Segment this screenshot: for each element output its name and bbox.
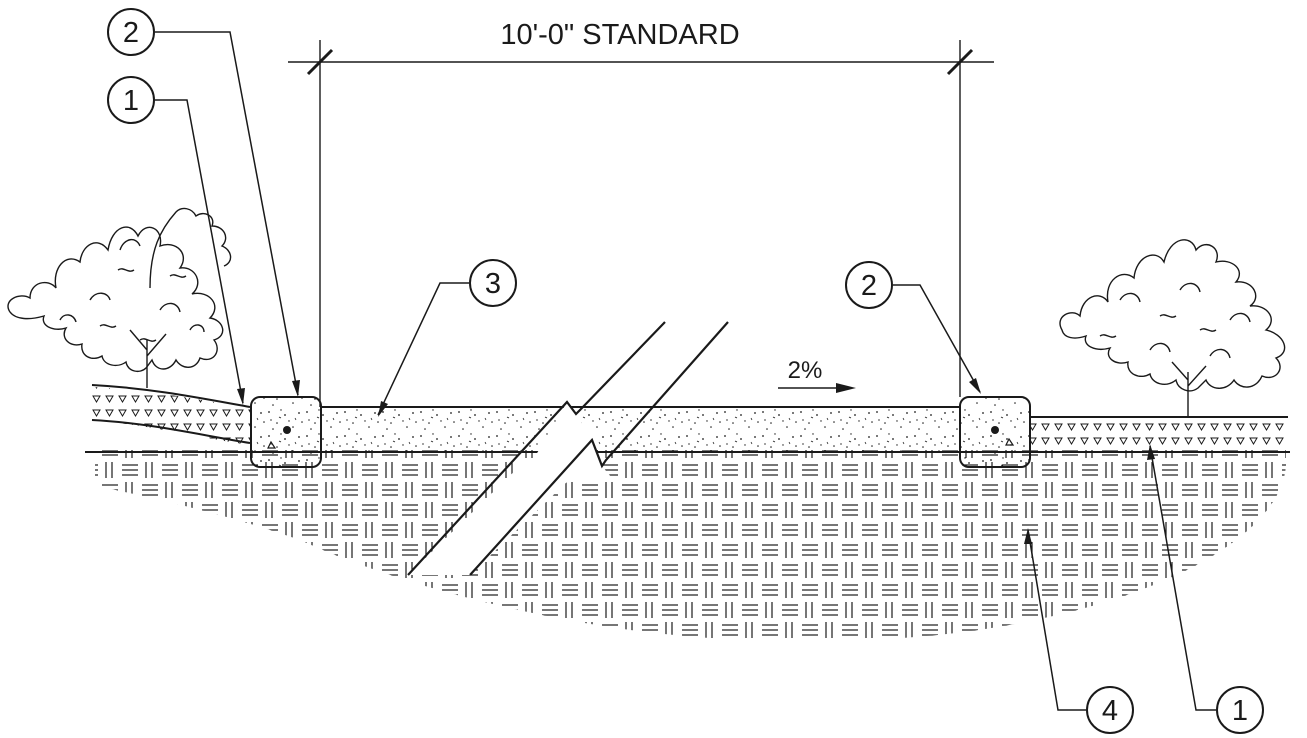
subgrade-soil xyxy=(85,450,1290,641)
slope-indicator: 2% xyxy=(778,357,856,393)
edge-curb-left xyxy=(250,396,322,468)
concrete-path xyxy=(320,406,960,453)
shrub-right xyxy=(1059,239,1286,417)
shrub-left xyxy=(7,207,232,388)
leader-arrows xyxy=(237,378,1155,544)
callout-1-left: 1 xyxy=(107,76,155,124)
callout-1-right: 1 xyxy=(1216,686,1264,734)
callout-number: 2 xyxy=(861,270,877,302)
callout-3: 3 xyxy=(469,259,517,307)
mulch-layer-left xyxy=(91,384,251,445)
mulch-layer-right xyxy=(1030,416,1288,450)
callout-number: 2 xyxy=(123,17,139,49)
slope-label: 2% xyxy=(788,357,823,384)
break-line xyxy=(407,321,729,576)
callout-4: 4 xyxy=(1086,686,1134,734)
callout-number: 1 xyxy=(1232,695,1248,727)
slope-arrow-icon xyxy=(836,383,856,393)
callout-number: 4 xyxy=(1102,695,1118,727)
dimension-label: 10'-0" STANDARD xyxy=(500,19,739,51)
callout-2-left: 2 xyxy=(107,8,155,56)
dimension-line xyxy=(288,40,994,407)
callout-2-right: 2 xyxy=(845,261,893,309)
edge-curb-right xyxy=(959,396,1031,468)
callout-number: 3 xyxy=(485,268,501,300)
callout-number: 1 xyxy=(123,85,139,117)
leader-lines xyxy=(155,31,1216,711)
